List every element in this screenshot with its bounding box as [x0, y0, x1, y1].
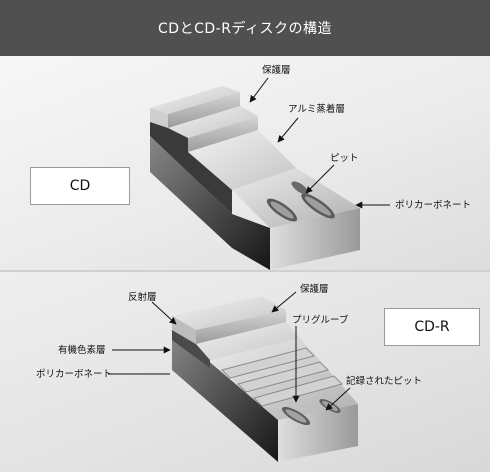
panel-divider — [0, 270, 490, 272]
cdr-name-box: CD-R — [384, 308, 480, 346]
cdr-label-pregroove: プリグルーブ — [292, 314, 349, 326]
cd-annotations: 保護層 アルミ蒸着層 ピット ポリカーボネート — [249, 64, 471, 211]
cd-label-protective: 保護層 — [262, 64, 291, 76]
page-title: CDとCD-Rディスクの構造 — [0, 0, 490, 56]
cd-block — [150, 86, 360, 270]
cdr-label-reflective: 反射層 — [128, 291, 157, 303]
cdr-annotations: 反射層 保護層 プリグルーブ 有機色素層 ポリカーボネート 記録されたピット — [36, 283, 422, 411]
cdr-pregroove-tracks — [221, 347, 343, 407]
cd-pits — [266, 181, 335, 222]
cd-label-polycarbonate: ポリカーボネート — [395, 200, 471, 211]
cd-label-pit: ピット — [330, 153, 359, 164]
cdr-block — [172, 296, 358, 462]
cdr-label-organic-dye: 有機色素層 — [58, 344, 106, 356]
cdr-label-recorded-pit: 記録されたピット — [346, 375, 422, 387]
cdr-label-polycarbonate: ポリカーボネート — [36, 369, 112, 380]
cdr-label-protective: 保護層 — [300, 283, 329, 295]
cd-label-aluminum: アルミ蒸着層 — [288, 103, 345, 115]
cd-name-box: CD — [30, 167, 130, 205]
